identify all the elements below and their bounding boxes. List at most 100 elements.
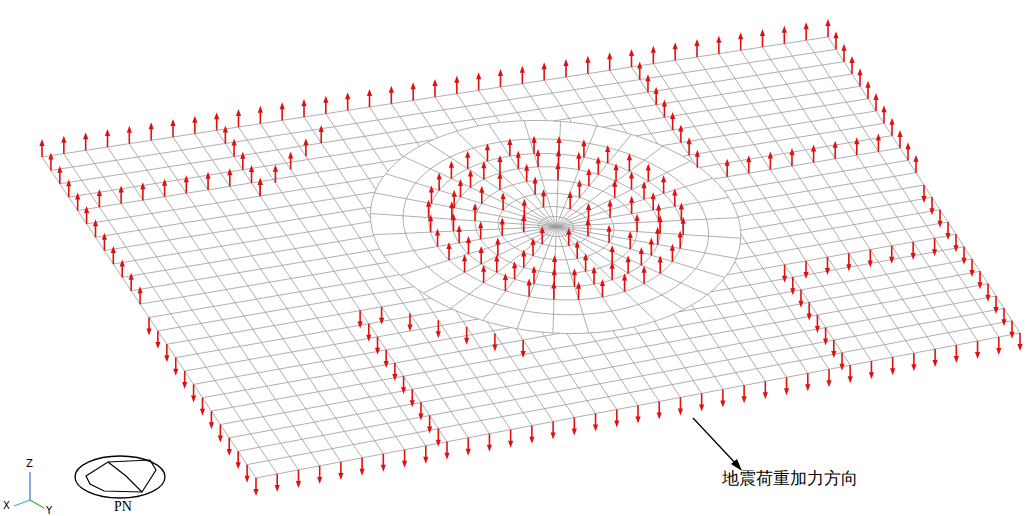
mesh-line	[838, 200, 846, 212]
mesh-line	[735, 189, 743, 202]
arrow-head	[428, 214, 433, 221]
load-arrow	[576, 152, 581, 170]
mesh-line	[697, 57, 705, 70]
mesh-line	[279, 369, 288, 382]
mesh-line	[898, 324, 919, 328]
mesh-line	[214, 306, 223, 319]
load-arrow	[977, 271, 982, 289]
mesh-line	[182, 147, 204, 150]
mesh-line	[291, 130, 313, 133]
load-arrow	[530, 238, 535, 256]
load-arrow	[162, 179, 167, 197]
mesh-line	[356, 120, 378, 123]
mesh-line	[822, 62, 844, 65]
mesh-line	[836, 49, 844, 61]
load-arrow	[566, 228, 571, 246]
arrow-head	[435, 229, 440, 236]
arrow-shaft	[609, 58, 611, 70]
arrow-shaft	[468, 242, 470, 254]
mesh-line	[738, 120, 746, 133]
mesh-line	[523, 340, 532, 353]
mesh-line	[991, 325, 999, 337]
arrow-head	[932, 249, 937, 256]
arrow-shaft	[639, 68, 641, 80]
arrow-shaft	[434, 85, 436, 97]
mesh-line	[260, 193, 282, 196]
mesh-line	[139, 230, 148, 243]
mesh-line	[536, 396, 545, 409]
mesh-line	[943, 250, 951, 262]
arrow-head	[654, 87, 659, 94]
mesh-line	[795, 207, 803, 220]
mesh-line	[157, 253, 179, 257]
mesh-line	[996, 296, 1004, 308]
arrow-head	[97, 189, 102, 196]
mesh-line	[187, 267, 196, 280]
mesh-line	[153, 287, 162, 300]
mesh-line	[304, 189, 313, 202]
arrow-head	[586, 168, 591, 175]
mesh-line	[806, 40, 814, 52]
arrow-head	[446, 242, 451, 249]
mesh-line	[262, 343, 271, 356]
mesh-line	[343, 208, 365, 212]
arrow-head	[535, 149, 540, 156]
arrow-head	[905, 142, 910, 149]
mesh-line	[940, 316, 961, 320]
mesh-line	[236, 377, 245, 390]
mesh-line	[502, 344, 511, 357]
mesh-line	[715, 373, 736, 377]
mesh-line	[708, 107, 730, 110]
mesh-line	[463, 322, 472, 335]
mesh-line	[247, 137, 269, 140]
mesh-line	[522, 80, 544, 83]
mesh-line	[317, 169, 339, 172]
mesh-line	[291, 133, 300, 146]
mesh-line	[887, 274, 895, 286]
mesh-line	[459, 348, 480, 352]
arrow-head	[911, 253, 916, 260]
mesh-line	[352, 371, 361, 384]
mesh-line	[138, 157, 147, 170]
arrow-shaft	[216, 118, 218, 130]
mesh-line	[897, 213, 918, 217]
mesh-line	[434, 381, 455, 385]
mesh-line	[213, 233, 222, 246]
mesh-line	[465, 106, 473, 119]
load-arrow	[555, 162, 560, 180]
mesh-line	[182, 150, 191, 163]
mesh-line	[685, 364, 706, 368]
mesh-line	[261, 265, 283, 269]
mesh-line	[173, 210, 182, 223]
mesh-line	[682, 155, 689, 156]
mesh-line	[613, 108, 635, 111]
mesh-line	[297, 392, 318, 396]
mesh-line	[617, 333, 638, 337]
mesh-line	[515, 400, 524, 413]
mesh-line	[265, 239, 274, 252]
mesh-line	[275, 399, 284, 412]
arrow-head	[612, 180, 617, 187]
mesh-line	[776, 137, 798, 141]
mesh-line	[335, 344, 344, 357]
arrow-head	[542, 62, 547, 69]
mesh-line	[306, 405, 327, 409]
arrow-head	[897, 130, 902, 137]
mesh-line	[672, 385, 680, 398]
mesh-line	[332, 449, 341, 462]
mesh-line	[749, 170, 771, 174]
mesh-line	[320, 462, 341, 466]
arrow-shaft	[86, 212, 88, 224]
mesh-line	[975, 300, 983, 312]
mesh-line	[833, 225, 854, 229]
mesh-line	[277, 470, 298, 474]
mesh-line	[762, 157, 770, 170]
mesh-line	[131, 287, 153, 291]
mesh-line	[651, 130, 673, 133]
mesh-line	[735, 262, 742, 273]
mesh-line	[754, 141, 776, 145]
mesh-line	[493, 328, 511, 331]
mesh-line	[674, 314, 682, 325]
mesh-line	[345, 427, 366, 431]
mesh-line	[334, 199, 343, 212]
